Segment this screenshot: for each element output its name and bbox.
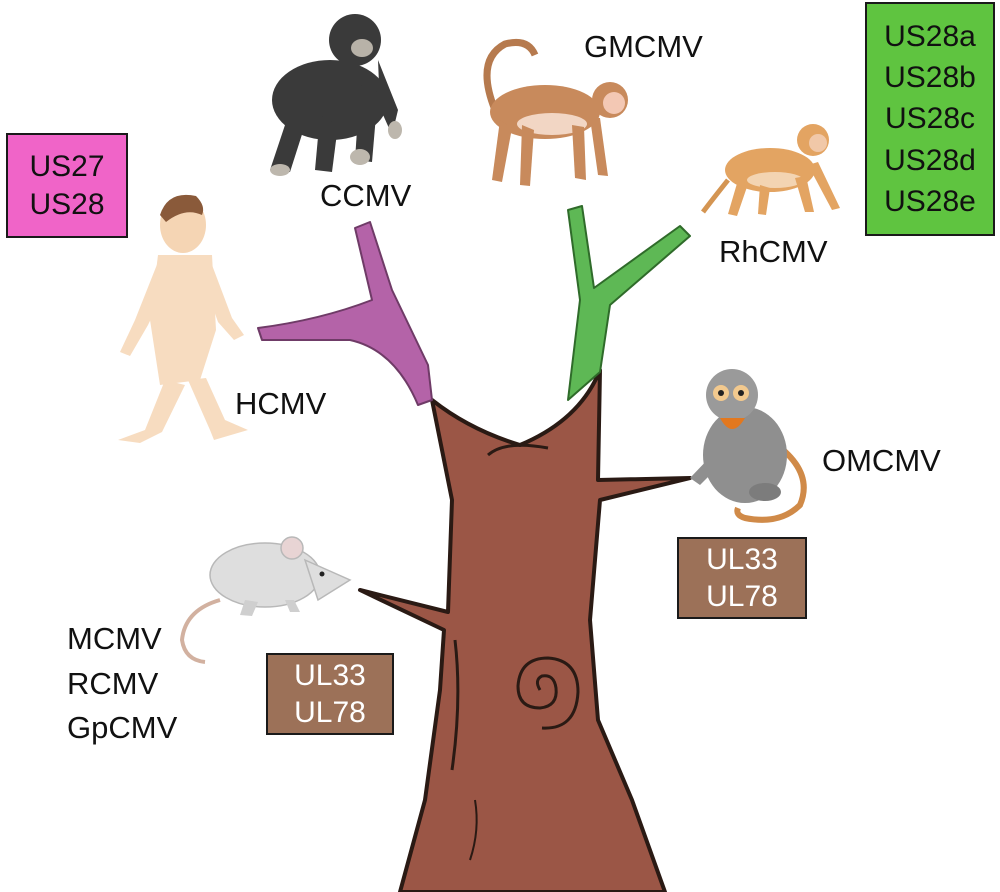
branch-monkey	[567, 205, 691, 401]
green-monkey-drawing	[483, 38, 628, 186]
gene-label: UL78	[294, 696, 366, 729]
gene-label: UL33	[294, 658, 366, 692]
rhcmv-gene-box: US28a US28b US28c US28d US28e	[865, 2, 995, 236]
rcmv-label: RCMV	[67, 665, 159, 701]
omcmv-label: OMCMV	[822, 443, 941, 478]
rodent-drawing	[179, 536, 352, 664]
gene-label: US28	[29, 187, 105, 221]
human-drawing	[118, 194, 248, 443]
omcmv-gene-box: UL33 UL78	[677, 537, 807, 619]
gene-label: US28c	[884, 102, 976, 136]
rhesus-macaque-drawing	[701, 124, 840, 216]
chimpanzee-drawing	[270, 14, 402, 176]
gpcmv-label: GpCMV	[67, 710, 178, 746]
ccmv-label: CCMV	[320, 178, 412, 213]
mcmv-label: MCMV	[67, 621, 162, 656]
tree	[257, 205, 692, 892]
bark-line	[487, 443, 549, 457]
owl-monkey-drawing	[690, 369, 807, 523]
bark-line	[469, 799, 478, 861]
rodent-virus-labels: MCMV RCMV GpCMV	[67, 617, 177, 751]
tree-trunk	[358, 368, 692, 892]
gene-label: US28b	[884, 60, 976, 94]
bark-swirl	[516, 656, 580, 730]
mcmv-gene-box: UL33 UL78	[266, 653, 394, 735]
hcmv-label: HCMV	[235, 386, 327, 421]
gmcmv-label: GMCMV	[584, 29, 703, 64]
gene-label: UL78	[706, 580, 778, 613]
gene-label: US28e	[884, 185, 976, 219]
gene-label: US28a	[884, 19, 976, 53]
bark-line	[450, 639, 460, 771]
hcmv-gene-box: US27 US28	[6, 133, 128, 238]
gene-label: US28d	[884, 143, 976, 177]
gene-label: UL33	[706, 542, 778, 576]
rhcmv-label: RhCMV	[719, 234, 828, 269]
gene-label: US27	[29, 150, 105, 183]
branch-human-chimp	[257, 221, 433, 406]
